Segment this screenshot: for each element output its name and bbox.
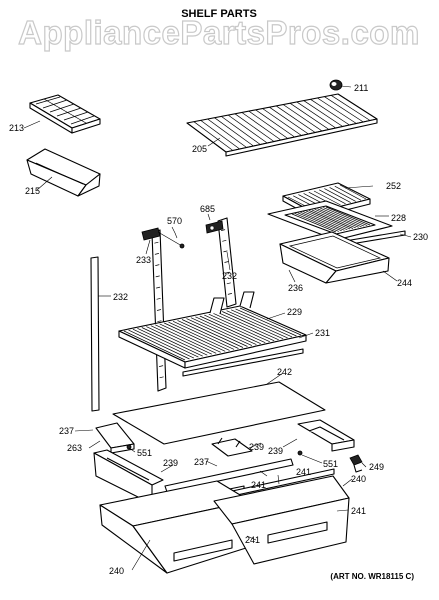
callout-263: 263 (67, 443, 82, 453)
watermark: AppliancePartsPros.com (18, 14, 420, 51)
diagram-title: SHELF PARTS (181, 8, 257, 20)
crisper-pan-236 (279, 231, 390, 284)
callout-233: 233 (136, 255, 151, 265)
knob-211 (329, 79, 343, 91)
callout-241-c: 241 (351, 506, 366, 516)
bracket-hardware-233 (141, 220, 224, 249)
drawer-left-240 (99, 480, 251, 574)
callout-228: 228 (391, 213, 406, 223)
wire-shelf-205 (186, 93, 378, 157)
shelf-strip-231 (182, 348, 304, 377)
callout-232-left: 232 (113, 292, 128, 302)
drawer-right-240 (213, 475, 350, 565)
callout-244: 244 (397, 278, 412, 288)
callout-249: 249 (369, 462, 384, 472)
callout-211: 211 (354, 83, 368, 93)
ladder-rail-left-232 (151, 229, 167, 392)
frame-rail-left-239 (93, 449, 164, 505)
callout-241-b: 241 (251, 480, 266, 490)
storage-bin-215 (26, 148, 101, 197)
art-number: (ART NO. WR18115 C) (330, 572, 414, 581)
callout-241-d: 241 (245, 535, 260, 545)
bracket-left-237 (95, 422, 135, 454)
slide-rail-right-239 (297, 419, 355, 452)
callout-205: 205 (192, 144, 207, 154)
callout-570: 570 (167, 216, 182, 226)
ice-tray-213 (29, 94, 101, 134)
leader-lines (23, 85, 412, 571)
center-bracket-239 (211, 437, 253, 457)
callout-213: 213 (9, 123, 24, 133)
callout-215: 215 (25, 186, 40, 196)
callout-242: 242 (277, 367, 292, 377)
glass-shelf-242 (112, 381, 326, 445)
clip-249 (349, 454, 363, 473)
callout-551-left: 551 (137, 448, 152, 458)
callout-239-right: 239 (268, 446, 283, 456)
callout-551-right: 551 (323, 459, 338, 469)
cantilever-shelf-229 (118, 291, 307, 369)
ladder-rail-right-232 (217, 217, 237, 308)
callout-240-right: 240 (351, 474, 366, 484)
callout-685: 685 (200, 204, 215, 214)
callout-237-left: 237 (59, 426, 74, 436)
glass-frame-228 (267, 200, 393, 241)
trim-strip-232 (90, 256, 100, 412)
callout-229: 229 (287, 307, 302, 317)
callout-236: 236 (288, 283, 303, 293)
screws-551 (126, 444, 303, 456)
callout-231: 231 (315, 328, 330, 338)
callout-230: 230 (413, 232, 428, 242)
callout-241-a: 241 (296, 467, 311, 477)
cover-rail-237 (164, 458, 294, 493)
callout-240-left: 240 (109, 566, 124, 576)
callout-252: 252 (386, 181, 401, 191)
callout-237-center: 237 (194, 457, 209, 467)
callout-239-left: 239 (163, 458, 178, 468)
callout-232-right: 232 (222, 271, 237, 281)
callout-239-center: 239 (249, 442, 264, 452)
